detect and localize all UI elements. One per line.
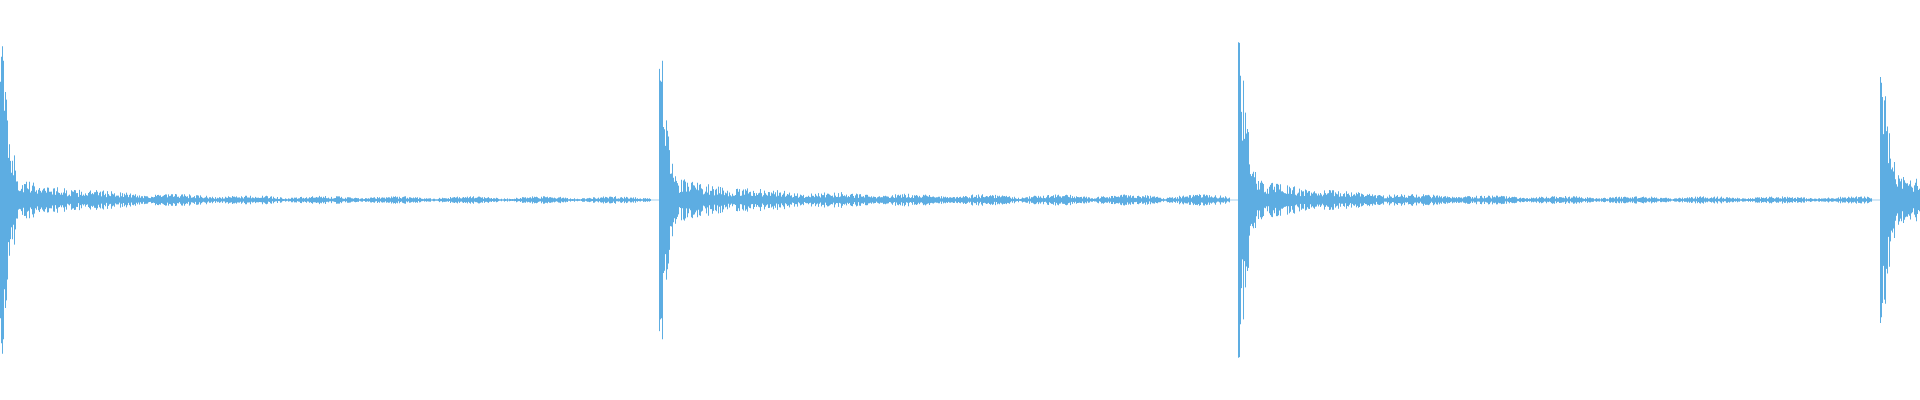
waveform-bars [0,42,1920,358]
